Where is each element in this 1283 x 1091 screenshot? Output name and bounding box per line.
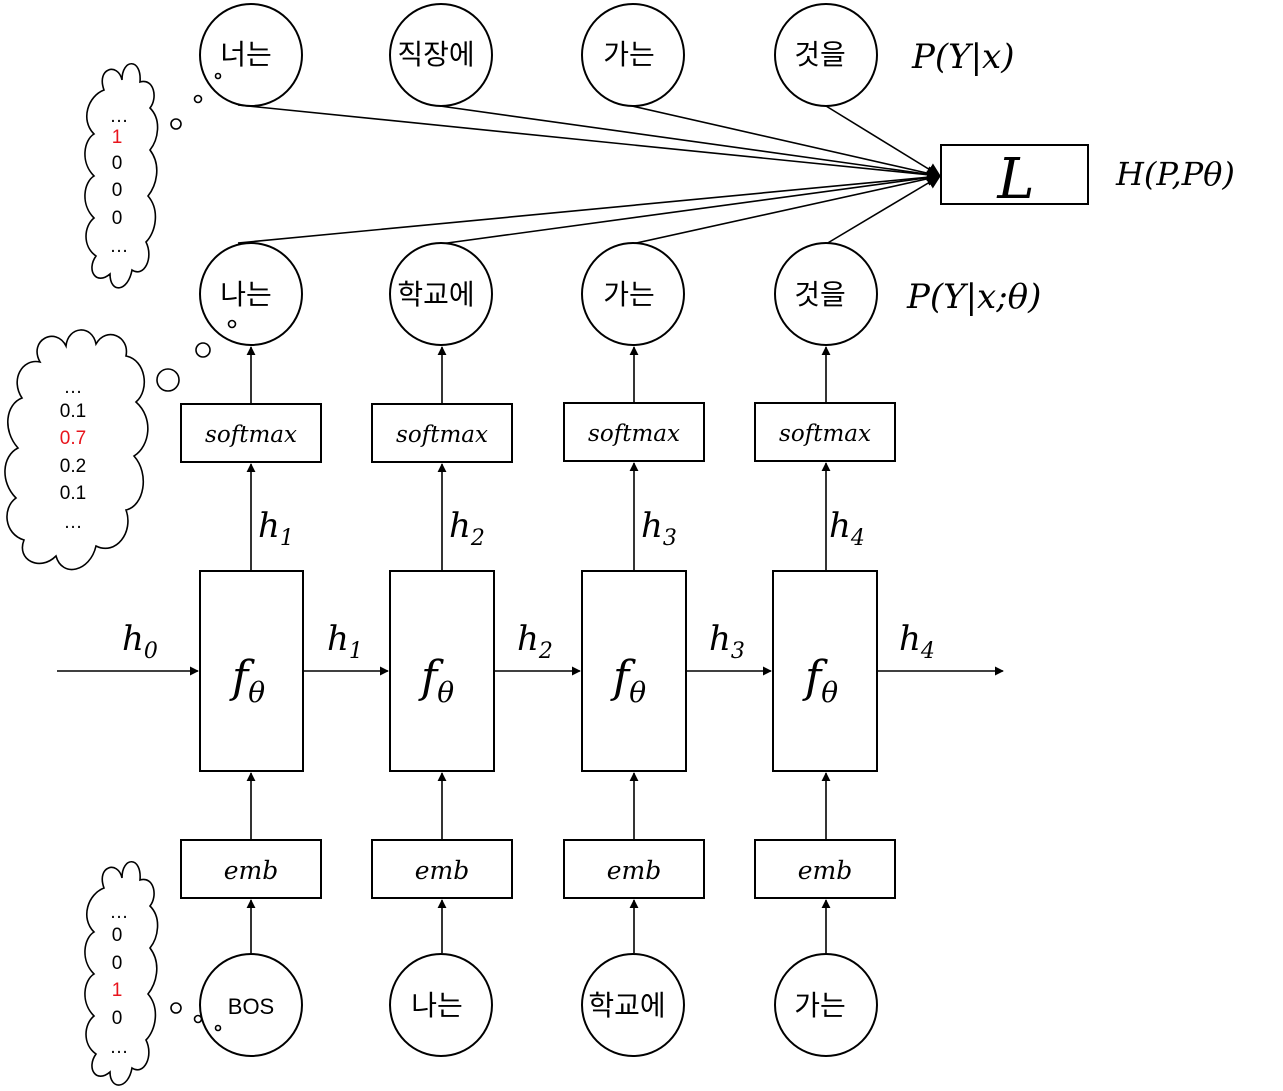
h1-horizontal-label: h1 (327, 619, 363, 664)
rnn-cell-2: fθ (389, 570, 495, 772)
input-cloud-row-1: … (110, 902, 129, 923)
target-token-2-text: 직장에 (397, 38, 474, 71)
rnn-cell-3: fθ (581, 570, 687, 772)
pred-distribution-cloud: … 0.1 0.7 0.2 0.1 … (4, 319, 237, 571)
softmax-label-3: softmax (588, 421, 680, 447)
emb-box-2: emb (371, 839, 513, 899)
softmax-label-1: softmax (205, 422, 297, 448)
emb-label-1: emb (224, 856, 279, 885)
pred-token-2: 학교에 (389, 242, 493, 346)
target-token-2: 직장에 (389, 3, 493, 107)
input-token-1: BOS (199, 953, 303, 1057)
input-token-4-text: 가는 (794, 989, 846, 1022)
target-token-3: 가는 (581, 3, 685, 107)
loss-symbol: L (996, 147, 1034, 212)
pred-cloud-row-5: 0.1 (60, 483, 86, 504)
pred-token-2-text: 학교에 (397, 278, 474, 311)
cell-label-4: fθ (802, 652, 838, 709)
h0-label: h0 (122, 619, 158, 664)
model-distribution-label: P(Y|x;θ) (906, 277, 1041, 317)
h3-horizontal-label: h3 (709, 619, 745, 664)
emb-label-2: emb (415, 856, 470, 885)
softmax-box-2: softmax (371, 403, 513, 463)
h1-vertical-label: h1 (258, 506, 294, 551)
input-cloud-row-6: … (110, 1037, 129, 1058)
target-cloud-row-5: 0 (112, 208, 123, 229)
input-cloud-row-3: 0 (112, 953, 123, 974)
pred-cloud-row-1: … (64, 377, 83, 398)
loss-box: L (940, 144, 1089, 212)
target-cloud-row-4: 0 (112, 180, 123, 201)
softmax-box-3: softmax (563, 402, 705, 462)
target-token-4-text: 것을 (794, 38, 846, 71)
h2-horizontal-label: h2 (517, 619, 553, 664)
h4-vertical-label: h4 (829, 506, 865, 551)
target-distribution-label: P(Y|x) (911, 37, 1014, 77)
pred-cloud-row-6: … (64, 512, 83, 533)
softmax-box-1: softmax (180, 403, 322, 463)
pred-token-4: 것을 (774, 242, 878, 346)
h2-vertical-label: h2 (449, 506, 485, 551)
h3-vertical-label: h3 (641, 506, 677, 551)
pred-token-4-text: 것을 (794, 278, 846, 311)
pred-token-3-text: 가는 (603, 278, 655, 311)
rnn-cell-1: fθ (199, 570, 304, 772)
pred-cloud-row-3: 0.7 (60, 428, 86, 449)
input-token-3: 학교에 (581, 953, 685, 1057)
softmax-box-4: softmax (754, 402, 896, 462)
target-cloud-row-2: 1 (112, 127, 123, 148)
target-token-3-text: 가는 (603, 38, 655, 71)
target-onehot-cloud: … 1 0 0 0 … (84, 63, 222, 289)
target-cloud-row-1: … (110, 106, 129, 127)
input-token-2-text: 나는 (411, 989, 463, 1022)
target-token-4: 것을 (774, 3, 878, 107)
softmax-label-2: softmax (396, 422, 488, 448)
input-token-3-text: 학교에 (588, 989, 665, 1022)
pred-cloud-row-2: 0.1 (60, 401, 86, 422)
softmax-label-4: softmax (779, 421, 871, 447)
emb-label-4: emb (798, 856, 853, 885)
target-token-1-text: 너는 (220, 38, 272, 71)
input-token-2: 나는 (389, 953, 493, 1057)
cross-entropy-label: H(P,Pθ) (1115, 155, 1235, 193)
input-token-4: 가는 (774, 953, 878, 1057)
loss-connectors (237, 104, 942, 245)
h4-horizontal-label: h4 (899, 619, 935, 664)
input-cloud-row-2: 0 (112, 925, 123, 946)
target-cloud-row-6: … (110, 236, 129, 257)
emb-box-3: emb (563, 839, 705, 899)
target-cloud-row-3: 0 (112, 153, 123, 174)
input-cloud-row-4: 1 (112, 980, 123, 1001)
input-cloud-row-5: 0 (112, 1008, 123, 1029)
emb-box-1: emb (180, 839, 322, 899)
emb-box-4: emb (754, 839, 896, 899)
pred-token-1: 나는 (199, 242, 303, 346)
input-onehot-cloud: … 0 0 1 0 … (84, 861, 222, 1086)
pred-token-3: 가는 (581, 242, 685, 346)
target-token-1: 너는 (199, 3, 303, 107)
rnn-cell-4: fθ (772, 570, 878, 772)
pred-cloud-row-4: 0.2 (60, 456, 86, 477)
pred-token-1-text: 나는 (220, 278, 272, 311)
emb-label-3: emb (607, 856, 662, 885)
input-token-1-text: BOS (228, 994, 274, 1019)
